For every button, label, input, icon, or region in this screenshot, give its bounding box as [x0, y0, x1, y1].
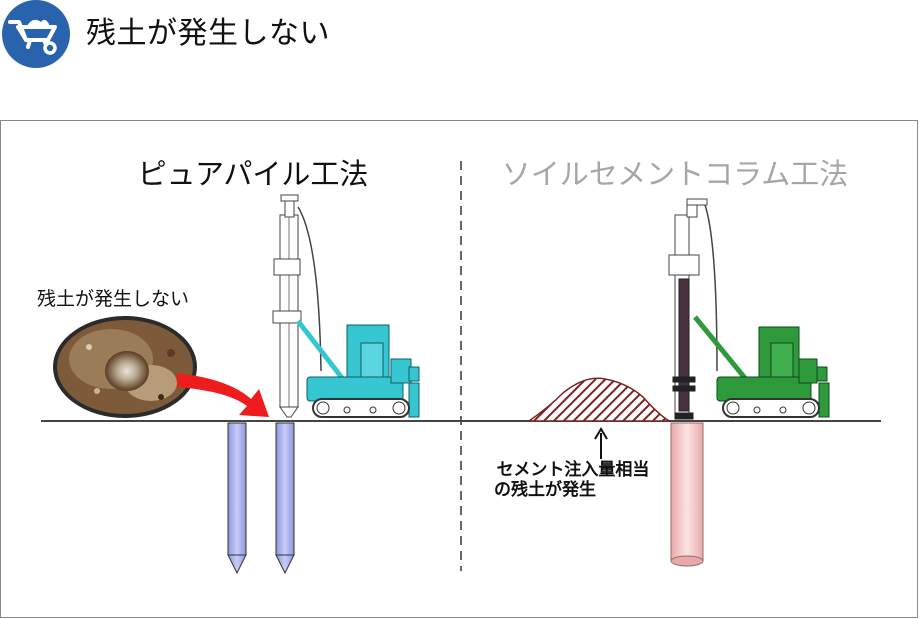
left-pile-2 — [275, 422, 295, 575]
spoil-heap — [526, 377, 672, 422]
spoil-note-line1: セメント注入量相当 — [497, 459, 650, 480]
left-pile-driver — [272, 194, 420, 418]
wheelbarrow-icon — [2, 0, 70, 68]
page-title: 残土が発生しない — [86, 16, 330, 51]
up-arrow — [594, 427, 608, 459]
method-comparison-diagram: ピュアパイル工法 ソイルセメントコラム工法 — [0, 120, 918, 618]
right-auger-rig — [668, 198, 830, 420]
red-arrow — [177, 373, 269, 417]
left-method-title: ピュアパイル工法 — [138, 157, 369, 191]
callout-label: 残土が発生しない — [37, 288, 189, 310]
right-method-title: ソイルセメントコラム工法 — [502, 157, 849, 191]
left-pile-1 — [227, 422, 247, 575]
soil-cement-column — [670, 422, 704, 567]
spoil-note-line2: の残土が発生 — [494, 479, 596, 500]
excavation-photo — [53, 316, 197, 418]
